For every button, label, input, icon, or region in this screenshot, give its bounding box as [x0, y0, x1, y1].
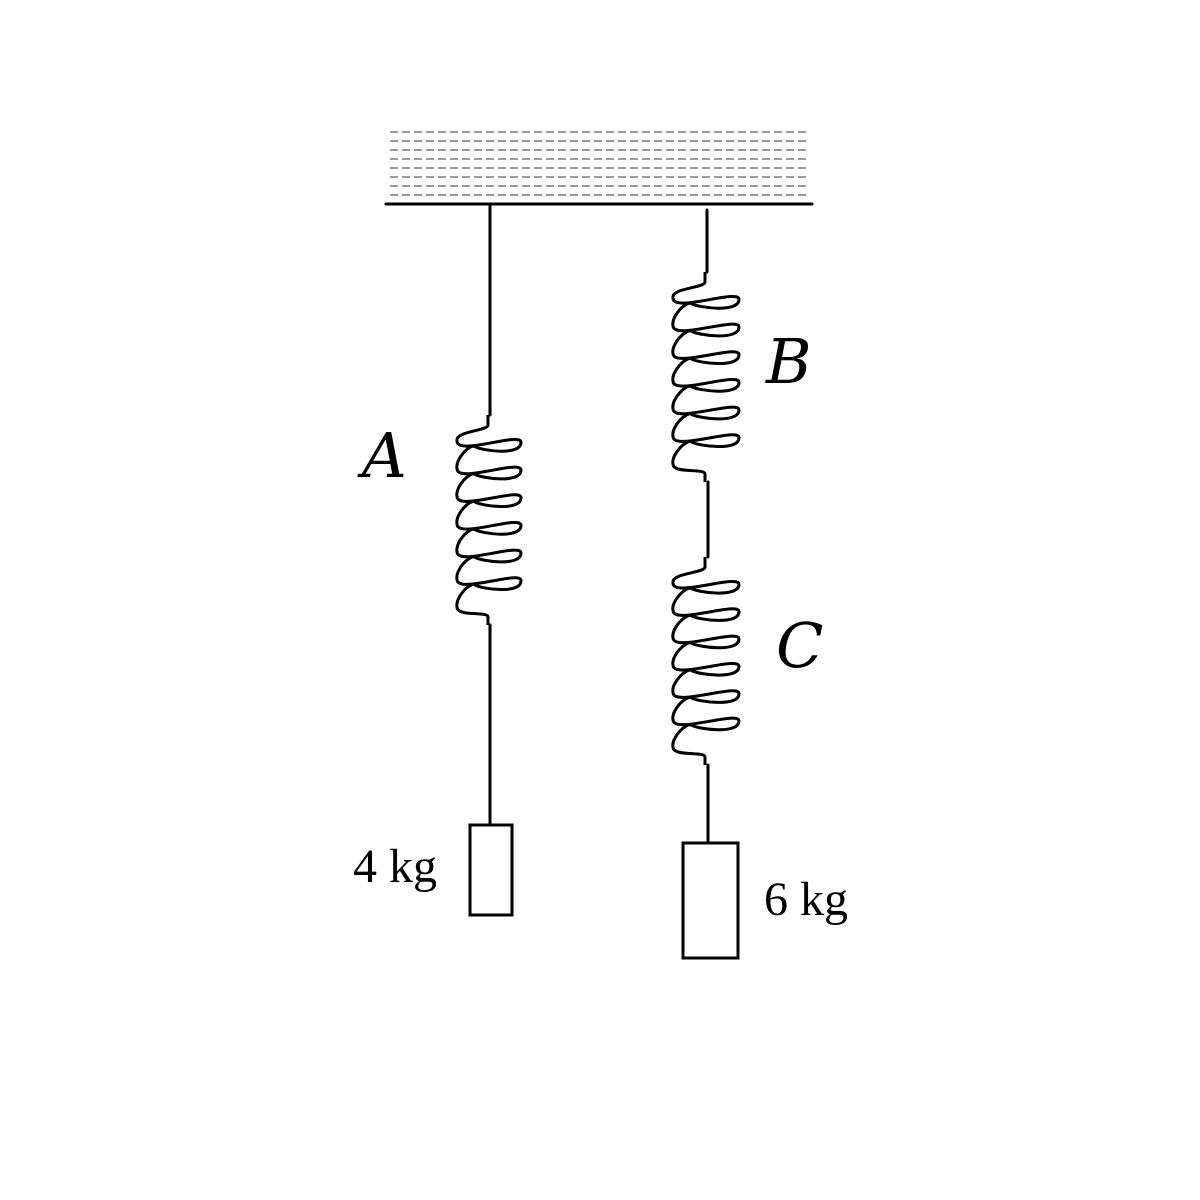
ceiling-hatching [390, 131, 810, 196]
mass-6kg-block [681, 841, 740, 960]
mass-4kg-block [468, 823, 514, 917]
spring-a-label: A [357, 419, 407, 492]
spring-b-label: B [765, 325, 812, 398]
left-system: A 4 kg [353, 202, 523, 917]
mass-4kg-label: 4 kg [353, 840, 437, 893]
ceiling [384, 131, 814, 206]
spring-b [671, 272, 741, 482]
spring-a [455, 415, 523, 625]
mass-6kg-label: 6 kg [764, 873, 848, 926]
spring-c [671, 557, 741, 765]
spring-c-label: C [776, 609, 823, 682]
right-system: B C 6 kg [671, 208, 848, 960]
